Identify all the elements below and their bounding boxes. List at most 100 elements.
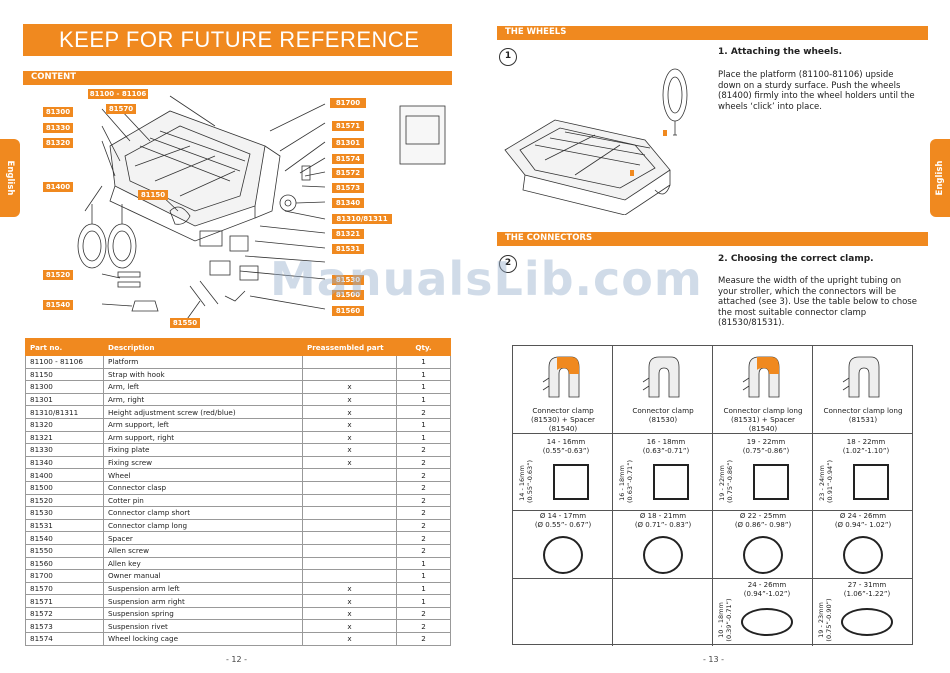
- clamp-caption: Connector clamp long (81531) + Spacer (8…: [723, 406, 803, 433]
- cell-part-no: 81550: [25, 543, 104, 558]
- label-81574: 81574: [332, 154, 364, 164]
- cell-part-no: 81570: [25, 581, 104, 596]
- label-81560: 81560: [332, 306, 364, 316]
- cell-part-no: 81571: [25, 594, 104, 608]
- square-width-measure: 18 - 22mm (1.02”-1.10”): [842, 438, 890, 455]
- cell-qty: 1: [396, 430, 451, 445]
- cell-preassembled: [302, 355, 397, 369]
- round-tube-shape: [743, 536, 783, 574]
- cell-description: Fixing plate: [103, 443, 303, 457]
- label-81550: 81550: [170, 318, 200, 328]
- cell-description: Allen screw: [103, 543, 303, 558]
- header-part-no: Part no.: [25, 338, 104, 356]
- cell-qty: 2: [396, 480, 451, 495]
- cell-qty: 1: [396, 556, 451, 571]
- label-81500: 81500: [332, 290, 364, 300]
- label-81150: 81150: [138, 190, 168, 200]
- grid-cell: [513, 511, 613, 579]
- cell-description: Arm support, right: [103, 430, 303, 445]
- clamp-caption: Connector clamp (81530): [632, 406, 694, 424]
- square-tube-shape: [753, 464, 789, 500]
- grid-cell: [513, 579, 613, 646]
- grid-cell: [613, 434, 713, 511]
- language-tab-right[interactable]: English: [930, 139, 950, 217]
- cell-preassembled: [302, 556, 397, 571]
- round-diameter-measure: Ø 18 - 21mm (Ø 0.71”- 0.83”): [634, 512, 692, 529]
- table-header-row: Part no. Description Preassembled part Q…: [25, 338, 451, 356]
- cell-preassembled: x: [302, 430, 397, 445]
- cell-qty: 2: [396, 619, 451, 634]
- connector-clamp-icon: [542, 356, 580, 398]
- cell-preassembled: [302, 493, 397, 508]
- square-tube-shape: [853, 464, 889, 500]
- square-width-measure: 14 - 16mm (0.55”-0.63”): [542, 438, 590, 455]
- square-height-measure: 23 - 24mm (0.91”-0.94”): [818, 459, 834, 503]
- cell-description: Wheel locking cage: [103, 632, 303, 646]
- cell-part-no: 81301: [25, 392, 104, 407]
- cell-part-no: 81321: [25, 430, 104, 445]
- wheels-section-header: THE WHEELS: [497, 26, 928, 40]
- step-2-title: 2. Choosing the correct clamp.: [718, 254, 874, 264]
- cell-qty: 1: [396, 581, 451, 596]
- cell-part-no: 81150: [25, 367, 104, 382]
- label-81300: 81300: [43, 107, 73, 117]
- header-description: Description: [103, 338, 303, 356]
- cell-qty: 2: [396, 606, 451, 621]
- grid-cell: [713, 346, 813, 434]
- label-81572: 81572: [332, 168, 364, 178]
- left-page: KEEP FOR FUTURE REFERENCE CONTENT Englis…: [0, 24, 452, 664]
- cell-description: Suspension arm right: [103, 594, 303, 608]
- cell-qty: 2: [396, 632, 451, 646]
- grid-cell: [613, 511, 713, 579]
- cell-qty: 2: [396, 455, 451, 470]
- wheel-attachment-diagram: [504, 68, 688, 215]
- round-diameter-measure: Ø 24 - 26mm (Ø 0.94”- 1.02”): [834, 512, 892, 529]
- step-1-title: 1. Attaching the wheels.: [718, 47, 843, 57]
- clamp-caption: Connector clamp (81530) + Spacer (81540): [531, 406, 595, 433]
- cell-part-no: 81540: [25, 531, 104, 545]
- cell-qty: 2: [396, 493, 451, 508]
- cell-description: Connector clasp: [103, 480, 303, 495]
- cell-preassembled: x: [302, 443, 397, 457]
- cell-preassembled: [302, 569, 397, 583]
- grid-cell: [613, 579, 713, 646]
- square-height-measure: 16 - 18mm (0.63”-0.71”): [618, 459, 634, 503]
- cell-qty: 2: [396, 531, 451, 545]
- cell-part-no: 81560: [25, 556, 104, 571]
- cell-preassembled: x: [302, 455, 397, 470]
- label-81310: 81310/81311: [332, 214, 392, 224]
- step-2-badge: 2: [499, 255, 517, 273]
- watermark: ManualsLib.com: [270, 252, 703, 306]
- language-tab[interactable]: English: [0, 139, 20, 217]
- header-qty: Qty.: [396, 338, 451, 356]
- cell-qty: 1: [396, 594, 451, 608]
- clamp-caption: Connector clamp long (81531): [823, 406, 903, 424]
- square-height-measure: 19 - 22mm (0.75”-0.86”): [718, 459, 734, 503]
- cell-qty: 2: [396, 506, 451, 520]
- square-width-measure: 16 - 18mm (0.63”-0.71”): [642, 438, 690, 455]
- cell-preassembled: [302, 518, 397, 533]
- label-81400: 81400: [43, 182, 73, 192]
- cell-preassembled: x: [302, 606, 397, 621]
- cell-description: Arm, left: [103, 380, 303, 394]
- cell-part-no: 81400: [25, 468, 104, 482]
- grid-cell: [813, 434, 912, 511]
- round-tube-shape: [843, 536, 883, 574]
- cell-part-no: 81572: [25, 606, 104, 621]
- label-81531: 81531: [332, 244, 364, 254]
- round-diameter-measure: Ø 22 - 25mm (Ø 0.86”- 0.98”): [734, 512, 792, 529]
- label-81340: 81340: [332, 198, 364, 208]
- square-tube-shape: [553, 464, 589, 500]
- round-tube-shape: [543, 536, 583, 574]
- cell-part-no: 81700: [25, 569, 104, 583]
- oval-width-measure: 27 - 31mm (1.06”-1.22”): [843, 581, 891, 598]
